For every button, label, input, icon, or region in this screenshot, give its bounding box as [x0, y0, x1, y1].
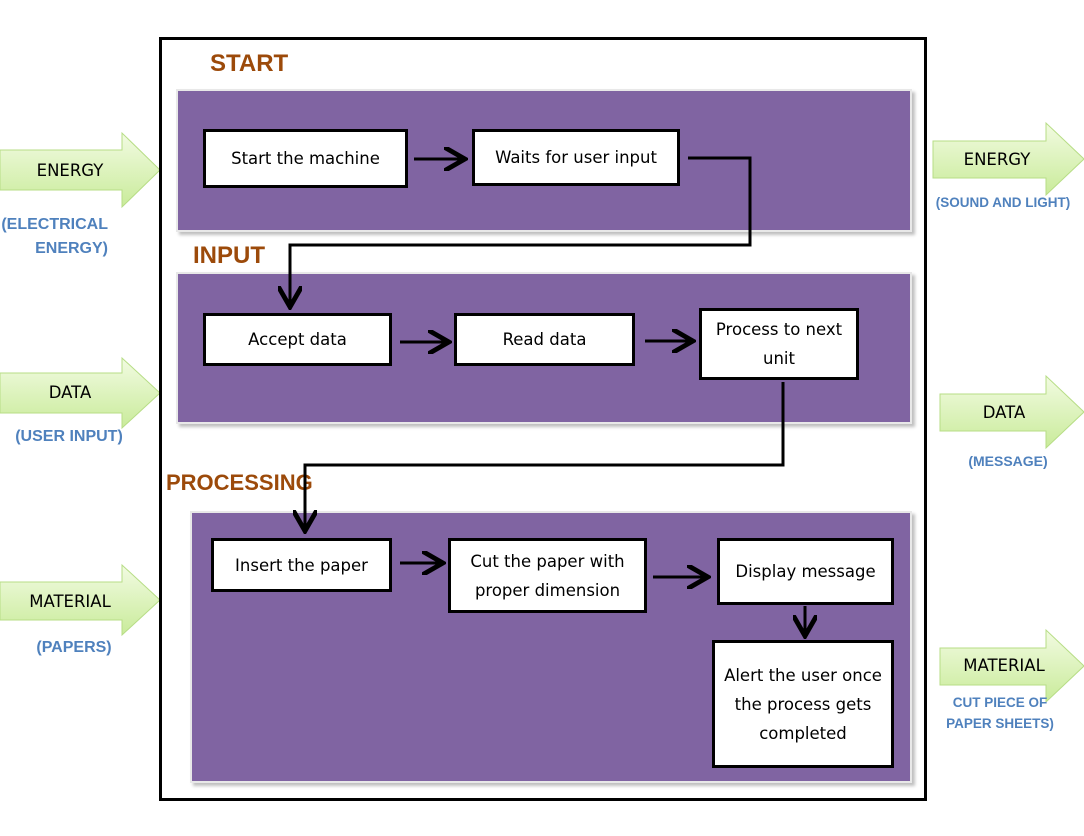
input-data-sub: (USER INPUT) — [15, 428, 123, 445]
output-material-label: MATERIAL — [963, 656, 1045, 675]
output-data-arrow — [939, 374, 1084, 450]
output-energy-arrow — [932, 121, 1084, 197]
input-energy-sub: (ELECTRICAL ENERGY) — [0, 213, 108, 261]
arrow-wait-to-accept — [290, 156, 752, 304]
step-cut-paper-label: Cut the paper with proper dimension — [470, 551, 625, 600]
output-data-label: DATA — [982, 403, 1026, 422]
output-data-sub: (MESSAGE) — [968, 453, 1048, 469]
step-accept-data: Accept data — [203, 313, 392, 366]
step-wait-input: Waits for user input — [472, 129, 680, 186]
step-start-machine-label: Start the machine — [231, 149, 380, 168]
step-display-message: Display message — [717, 538, 894, 605]
step-alert-user-label: Alert the user once the process gets com… — [724, 665, 882, 743]
step-insert-paper: Insert the paper — [211, 538, 392, 592]
step-wait-input-label: Waits for user input — [495, 148, 657, 167]
input-energy-arrow — [0, 131, 161, 209]
input-energy-label: ENERGY — [36, 161, 104, 180]
input-data-arrow — [0, 356, 161, 430]
output-energy-label: ENERGY — [963, 150, 1031, 169]
output-material-sub: CUT PIECE OF PAPER SHEETS) — [946, 695, 1054, 731]
step-read-data-label: Read data — [502, 330, 587, 349]
step-cut-paper: Cut the paper with proper dimension — [448, 538, 647, 613]
input-energy-sub-text: (ELECTRICAL ENERGY) — [1, 216, 108, 257]
section-title-processing: PROCESSING — [166, 470, 313, 495]
input-material-sub: (PAPERS) — [36, 639, 112, 656]
section-title-start: START — [210, 50, 289, 77]
step-read-data: Read data — [454, 313, 635, 366]
step-start-machine: Start the machine — [203, 129, 408, 188]
input-material-arrow — [0, 563, 161, 637]
input-material-label: MATERIAL — [29, 592, 111, 611]
step-insert-paper-label: Insert the paper — [235, 555, 368, 575]
step-alert-user: Alert the user once the process gets com… — [712, 640, 894, 768]
arrow-process-to-insert — [305, 382, 785, 528]
step-display-message-label: Display message — [735, 562, 876, 581]
section-title-input: INPUT — [193, 242, 265, 269]
output-material-arrow — [939, 628, 1084, 704]
step-process-next-label: Process to next unit — [715, 320, 843, 368]
step-process-next: Process to next unit — [699, 308, 859, 380]
output-energy-sub: (SOUND AND LIGHT) — [935, 195, 1071, 210]
step-accept-data-label: Accept data — [248, 330, 347, 349]
input-data-label: DATA — [48, 383, 92, 402]
